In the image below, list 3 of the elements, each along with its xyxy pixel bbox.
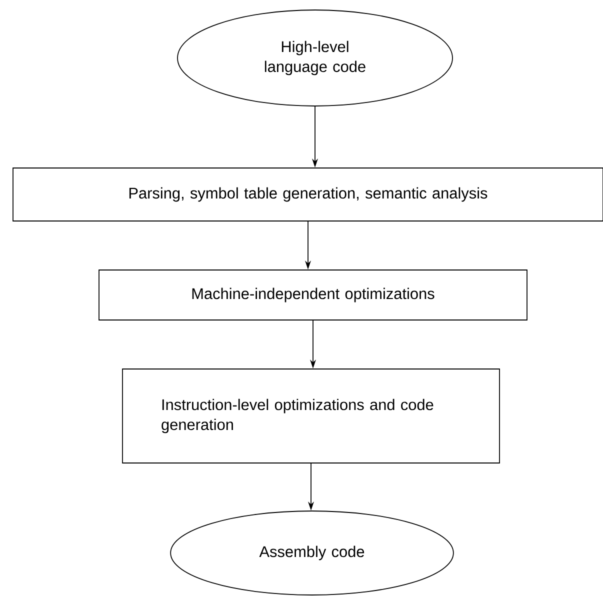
process-box: Instruction-level optimizations and code generation [122, 368, 500, 464]
process-box: Parsing, symbol table generation, semantic analysis [12, 168, 603, 222]
process-box: Machine-independent optimizations [98, 270, 528, 320]
